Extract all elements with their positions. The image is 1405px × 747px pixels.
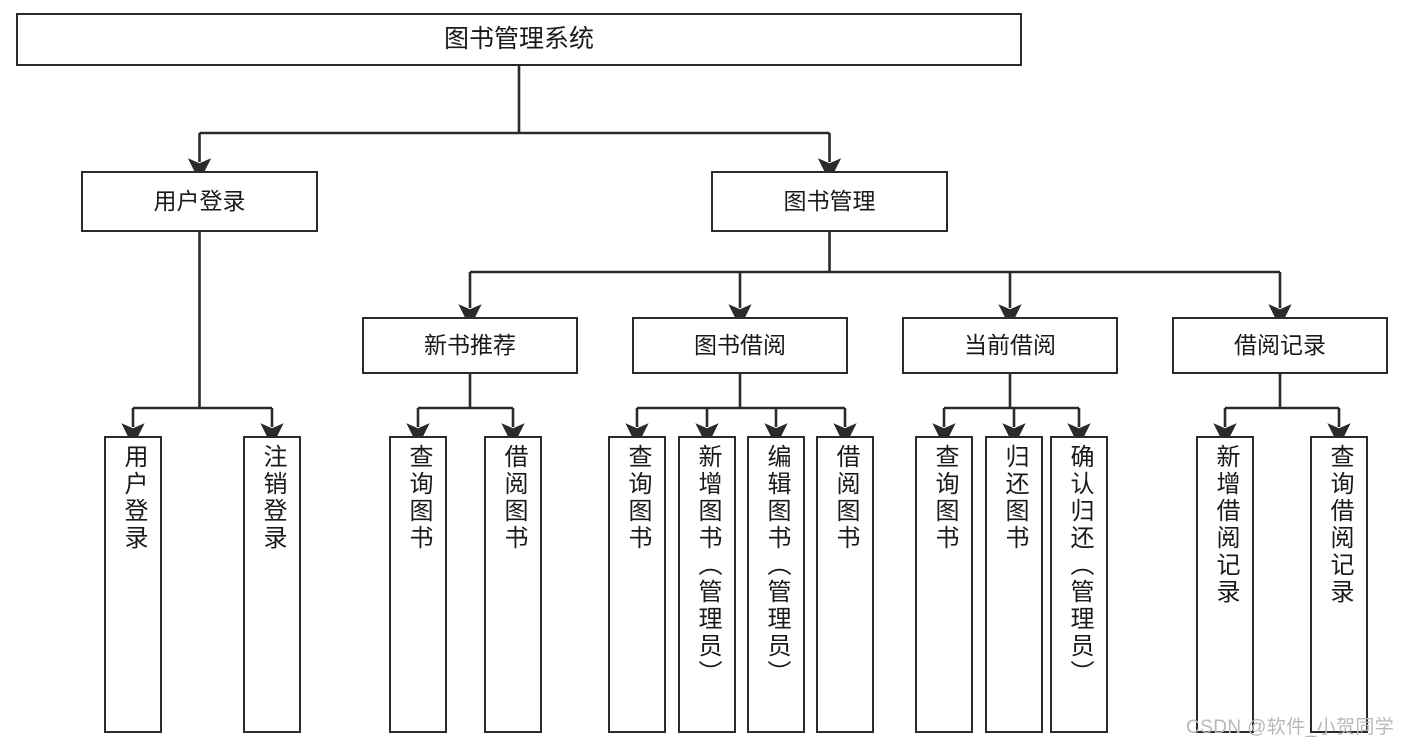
node-book-management[interactable]: 图书管理 [711, 171, 948, 232]
node-label: 借阅图书 [832, 444, 859, 552]
node-label: 注销登录 [259, 444, 286, 552]
node-new-book-recommend[interactable]: 新书推荐 [362, 317, 578, 374]
node-leaf-borrow-book[interactable]: 借阅图书 [816, 436, 874, 733]
node-label: 图书管理系统 [443, 24, 594, 53]
node-leaf-add-borrow-record[interactable]: 新增借阅记录 [1196, 436, 1254, 733]
node-leaf-add-book-admin[interactable]: 新增图书（管理员） [678, 436, 736, 733]
node-user-login[interactable]: 用户登录 [81, 171, 318, 232]
node-label: 借阅图书 [500, 444, 527, 552]
node-label: 查询图书 [405, 444, 432, 552]
node-label: 归还图书 [1001, 444, 1028, 552]
node-label: 新书推荐 [424, 331, 516, 358]
node-leaf-return-book[interactable]: 归还图书 [985, 436, 1043, 733]
node-root[interactable]: 图书管理系统 [16, 13, 1022, 66]
node-current-borrow[interactable]: 当前借阅 [902, 317, 1118, 374]
node-leaf-borrow-book-recommend[interactable]: 借阅图书 [484, 436, 542, 733]
node-label: 当前借阅 [964, 331, 1056, 358]
node-label: 查询图书 [624, 444, 651, 552]
node-label: 借阅记录 [1234, 331, 1326, 358]
node-label: 用户登录 [153, 187, 246, 214]
node-label: 新增图书（管理员） [694, 444, 721, 687]
node-label: 查询借阅记录 [1326, 444, 1353, 606]
node-label: 用户登录 [120, 444, 147, 552]
node-leaf-edit-book-admin[interactable]: 编辑图书（管理员） [747, 436, 805, 733]
node-label: 查询图书 [931, 444, 958, 552]
node-leaf-query-book-borrow[interactable]: 查询图书 [608, 436, 666, 733]
node-leaf-query-book-recommend[interactable]: 查询图书 [389, 436, 447, 733]
node-borrow-records[interactable]: 借阅记录 [1172, 317, 1388, 374]
node-leaf-logout[interactable]: 注销登录 [243, 436, 301, 733]
node-leaf-user-login[interactable]: 用户登录 [104, 436, 162, 733]
node-book-borrow[interactable]: 图书借阅 [632, 317, 848, 374]
node-label: 编辑图书（管理员） [763, 444, 790, 687]
node-leaf-confirm-return-admin[interactable]: 确认归还（管理员） [1050, 436, 1108, 733]
node-label: 图书管理 [783, 187, 876, 214]
node-leaf-query-book-current[interactable]: 查询图书 [915, 436, 973, 733]
node-label: 确认归还（管理员） [1066, 444, 1093, 687]
node-leaf-query-borrow-record[interactable]: 查询借阅记录 [1310, 436, 1368, 733]
node-label: 新增借阅记录 [1212, 444, 1239, 606]
watermark-text: CSDN @软件_小贺同学 [1186, 717, 1395, 738]
node-label: 图书借阅 [694, 331, 786, 358]
